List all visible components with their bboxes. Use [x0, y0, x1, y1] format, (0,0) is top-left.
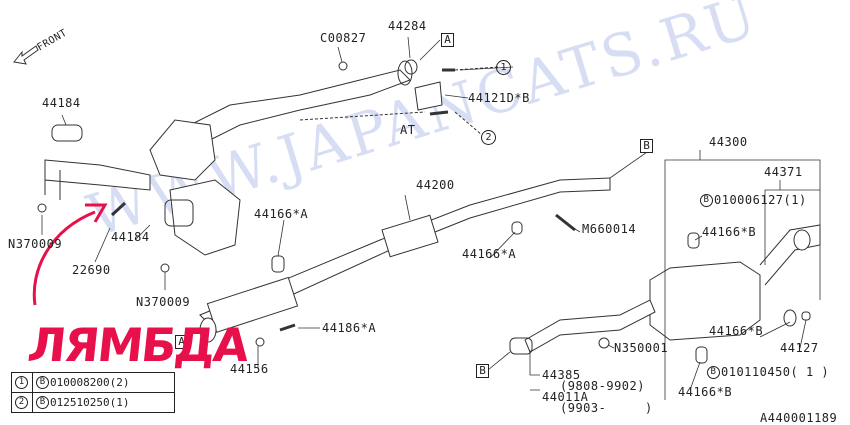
callout-icon: 2 — [15, 396, 28, 410]
gasket-44156 — [255, 337, 265, 347]
label-c00827[interactable]: C00827 — [320, 31, 367, 45]
gasket-44184-mid — [164, 199, 194, 227]
label-44166b-right[interactable]: 44166*B — [709, 324, 764, 338]
label-44186a[interactable]: 44186*A — [322, 321, 377, 335]
label-n370009-mid[interactable]: N370009 — [136, 295, 191, 309]
hanger-44166b-bottom — [695, 346, 708, 364]
nut-c00827 — [338, 61, 348, 71]
b-marker-icon: B — [36, 376, 49, 390]
label-44011a[interactable]: 44011A — [542, 390, 589, 404]
label-44385[interactable]: 44385 — [542, 368, 581, 382]
label-22690[interactable]: 22690 — [72, 263, 111, 277]
nut-n370009-left — [37, 203, 47, 213]
gasket-rear — [509, 337, 533, 355]
label-m660014[interactable]: M660014 — [582, 222, 637, 236]
oxygen-sensor-22690 — [110, 201, 127, 217]
ref-a-bottom[interactable]: A — [175, 335, 188, 349]
tail-pipe-44371 — [793, 229, 811, 251]
label-44184-mid[interactable]: 44184 — [111, 230, 150, 244]
rear-pipe-44385 — [524, 299, 656, 353]
front-pipe — [169, 69, 411, 151]
handwritten-arrow-icon — [32, 203, 108, 306]
hanger-44166a-left — [271, 255, 285, 273]
callout-2[interactable]: 2 — [481, 130, 496, 145]
muffler-44300 — [649, 261, 761, 341]
nut-n350001 — [598, 337, 610, 349]
label-44300[interactable]: 44300 — [709, 135, 748, 149]
label-44156[interactable]: 44156 — [230, 362, 269, 376]
gasket-44184-left — [51, 124, 83, 142]
gasket-44284 — [404, 59, 418, 75]
hanger-44166b-right — [783, 309, 797, 327]
callout-1[interactable]: 1 — [496, 60, 511, 75]
label-at: AT — [400, 123, 416, 137]
b-marker-icon: B — [36, 396, 49, 410]
label-44166b-top[interactable]: 44166*B — [702, 225, 757, 239]
b-marker-icon: B — [707, 366, 720, 379]
resonator — [381, 214, 439, 258]
label-44121[interactable]: 44121D*B — [468, 91, 530, 105]
label-44127[interactable]: 44127 — [780, 341, 819, 355]
nut-n370009-mid — [160, 263, 170, 273]
ref-b-bottom[interactable]: B — [476, 364, 489, 378]
label-44166a-mid[interactable]: 44166*A — [462, 247, 517, 261]
clamp-44127 — [801, 311, 811, 321]
label-n370009-left[interactable]: N370009 — [8, 237, 63, 251]
legend-part: 012510250(1) — [50, 395, 130, 409]
label-44385-range: (9808-9902) — [560, 379, 645, 393]
sensor-plug-44186a — [279, 323, 296, 332]
label-44184-left[interactable]: 44184 — [42, 96, 81, 110]
diagram-id: A440001189 — [760, 411, 838, 425]
catalytic-converter — [149, 119, 216, 181]
b-marker-icon: B — [700, 194, 713, 207]
label-n350001[interactable]: N350001 — [614, 341, 669, 355]
label-44011a-range: (9903- ) — [560, 401, 653, 415]
label-44166a-left[interactable]: 44166*A — [254, 207, 309, 221]
catalytic-converter-rear — [206, 276, 299, 333]
bracket-44121 — [414, 81, 443, 111]
legend-part: 010008200(2) — [50, 375, 130, 389]
label-44166b-bottom[interactable]: 44166*B — [678, 385, 733, 399]
front-arrow-icon — [13, 45, 39, 65]
hanger-44166b-top — [687, 232, 700, 249]
ref-b-top[interactable]: B — [640, 139, 653, 153]
ref-a-top[interactable]: A — [441, 33, 454, 47]
hanger-44166a-mid — [511, 221, 523, 235]
handwritten-note: ЛЯМБДА — [25, 318, 250, 372]
label-44200[interactable]: 44200 — [416, 178, 455, 192]
label-44371[interactable]: 44371 — [764, 165, 803, 179]
callout-icon: 1 — [15, 376, 28, 390]
label-44284[interactable]: 44284 — [388, 19, 427, 33]
